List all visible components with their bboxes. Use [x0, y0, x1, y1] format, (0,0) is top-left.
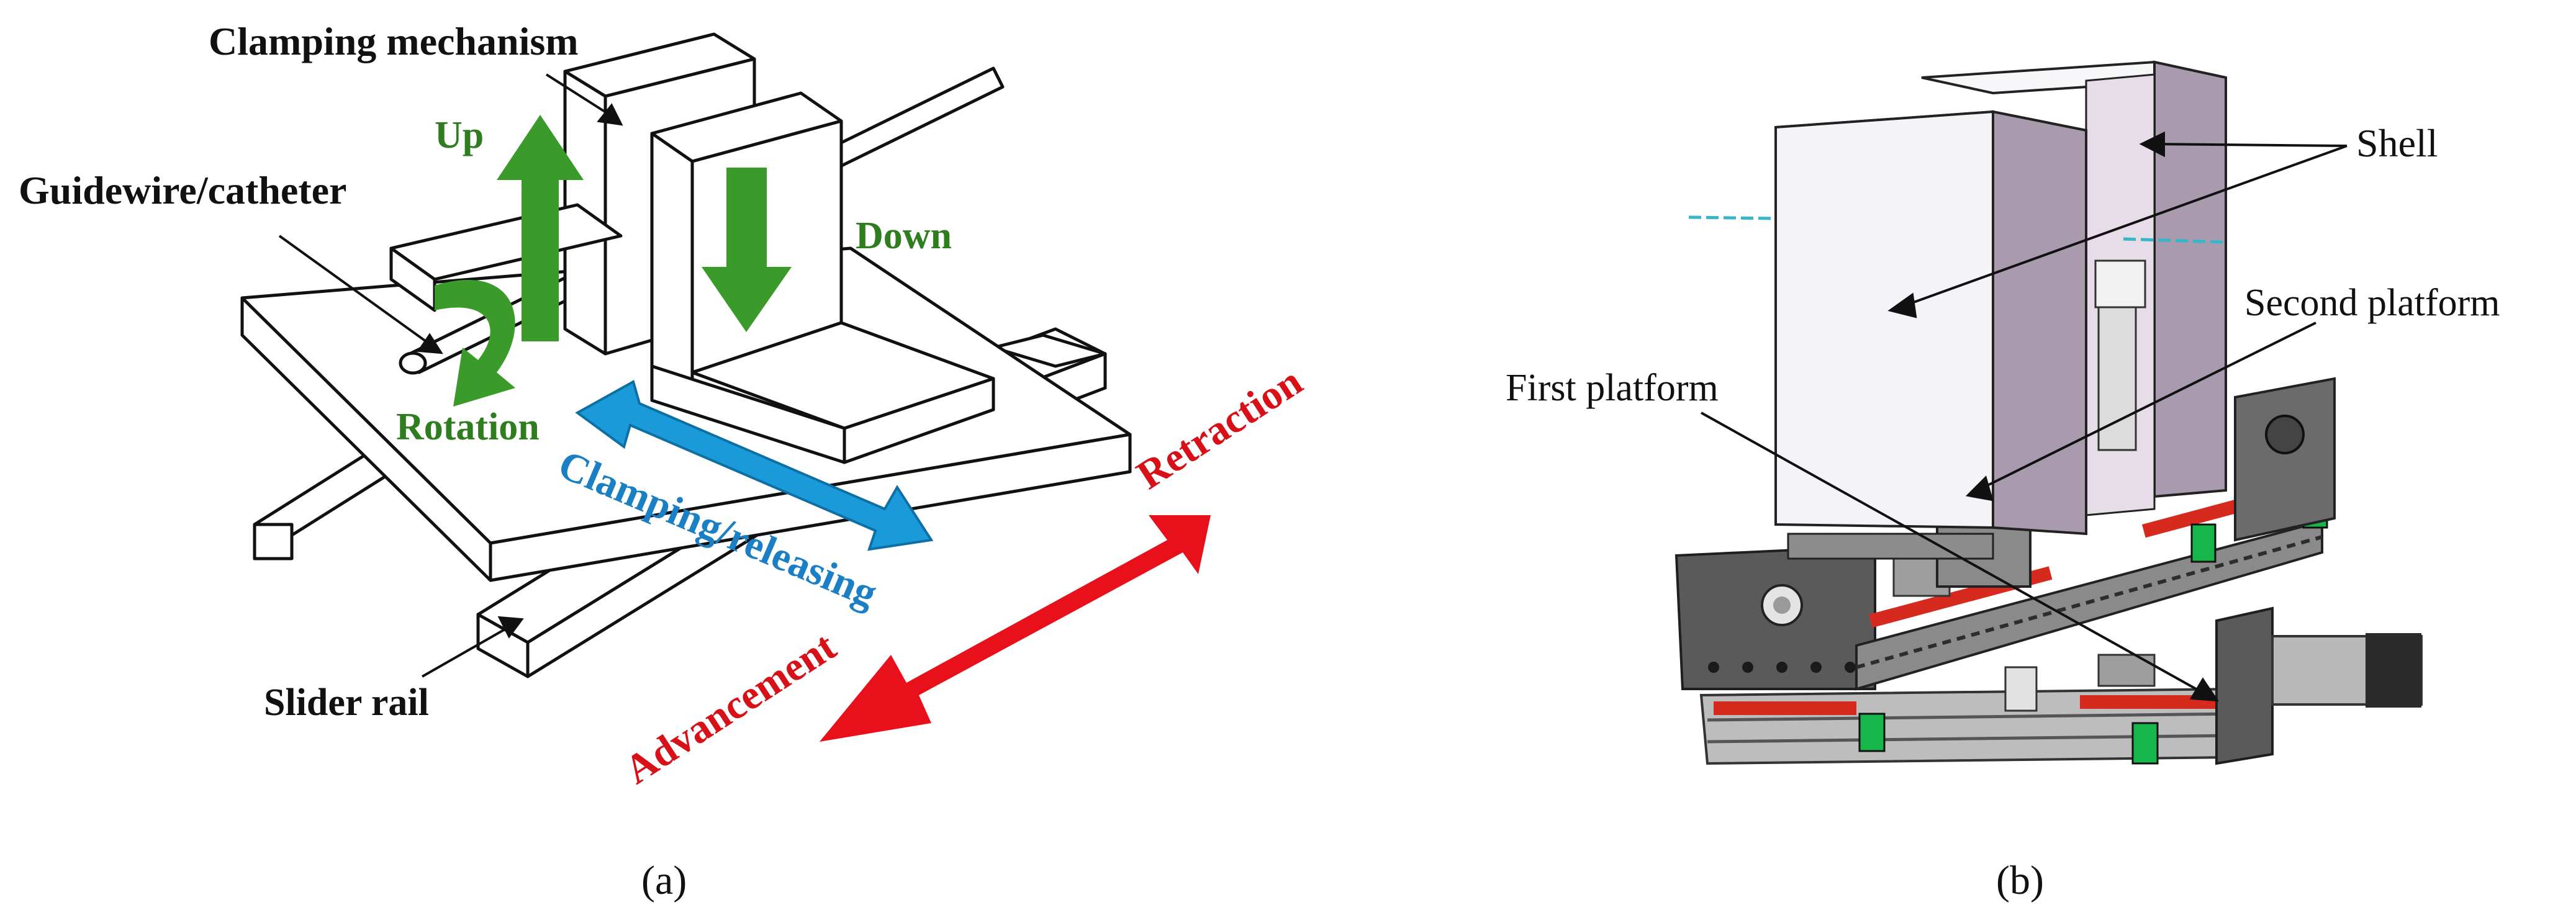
clamping-releasing-arrow [575, 380, 934, 551]
shell-front [1774, 110, 2087, 560]
advancement-retraction-arrow [820, 515, 1211, 742]
label-second-platform: Second platform [2244, 282, 2500, 324]
label-advancement: Advancement [617, 624, 844, 793]
panel-a-mechanism-diagram [240, 32, 1132, 678]
label-retraction: Retraction [1129, 359, 1310, 498]
panel-a-leader-lines [278, 73, 623, 678]
left-end-plate [1674, 544, 1876, 690]
label-first-platform: First platform [1506, 367, 1719, 409]
guidewire-pointer [417, 333, 443, 354]
label-clamping-mechanism: Clamping mechanism [209, 19, 579, 63]
right-end-plate-motor [2215, 377, 2423, 765]
clamping-mechanism-front-block [650, 91, 995, 464]
lower-rail-assembly [1699, 687, 2236, 765]
slider-rail-pointer [497, 616, 524, 639]
label-guidewire-catheter: Guidewire/catheter [19, 168, 346, 212]
up-arrow [497, 115, 584, 341]
caption-a: (a) [641, 858, 687, 903]
second-platform-pointer [1965, 475, 1994, 502]
label-shell: Shell [2356, 121, 2438, 165]
clamping-mechanism-pointer [597, 103, 623, 126]
label-down: Down [856, 215, 952, 257]
rotation-arrow [435, 279, 515, 407]
label-rotation: Rotation [396, 406, 540, 448]
first-platform-pointer [2189, 677, 2219, 702]
down-arrow [702, 168, 792, 332]
panel-b-leader-lines [1701, 131, 2348, 702]
label-slider-rail: Slider rail [264, 682, 429, 724]
shell-back [1921, 60, 2227, 516]
panel-b-device-render: Shell Second platform First platform [1506, 60, 2500, 765]
label-up: Up [435, 114, 484, 156]
guidewire-lines [1688, 215, 2223, 244]
shell-back-pointer [2139, 131, 2165, 158]
shell-front-pointer [1887, 292, 1917, 318]
caption-b: (b) [1996, 858, 2044, 903]
